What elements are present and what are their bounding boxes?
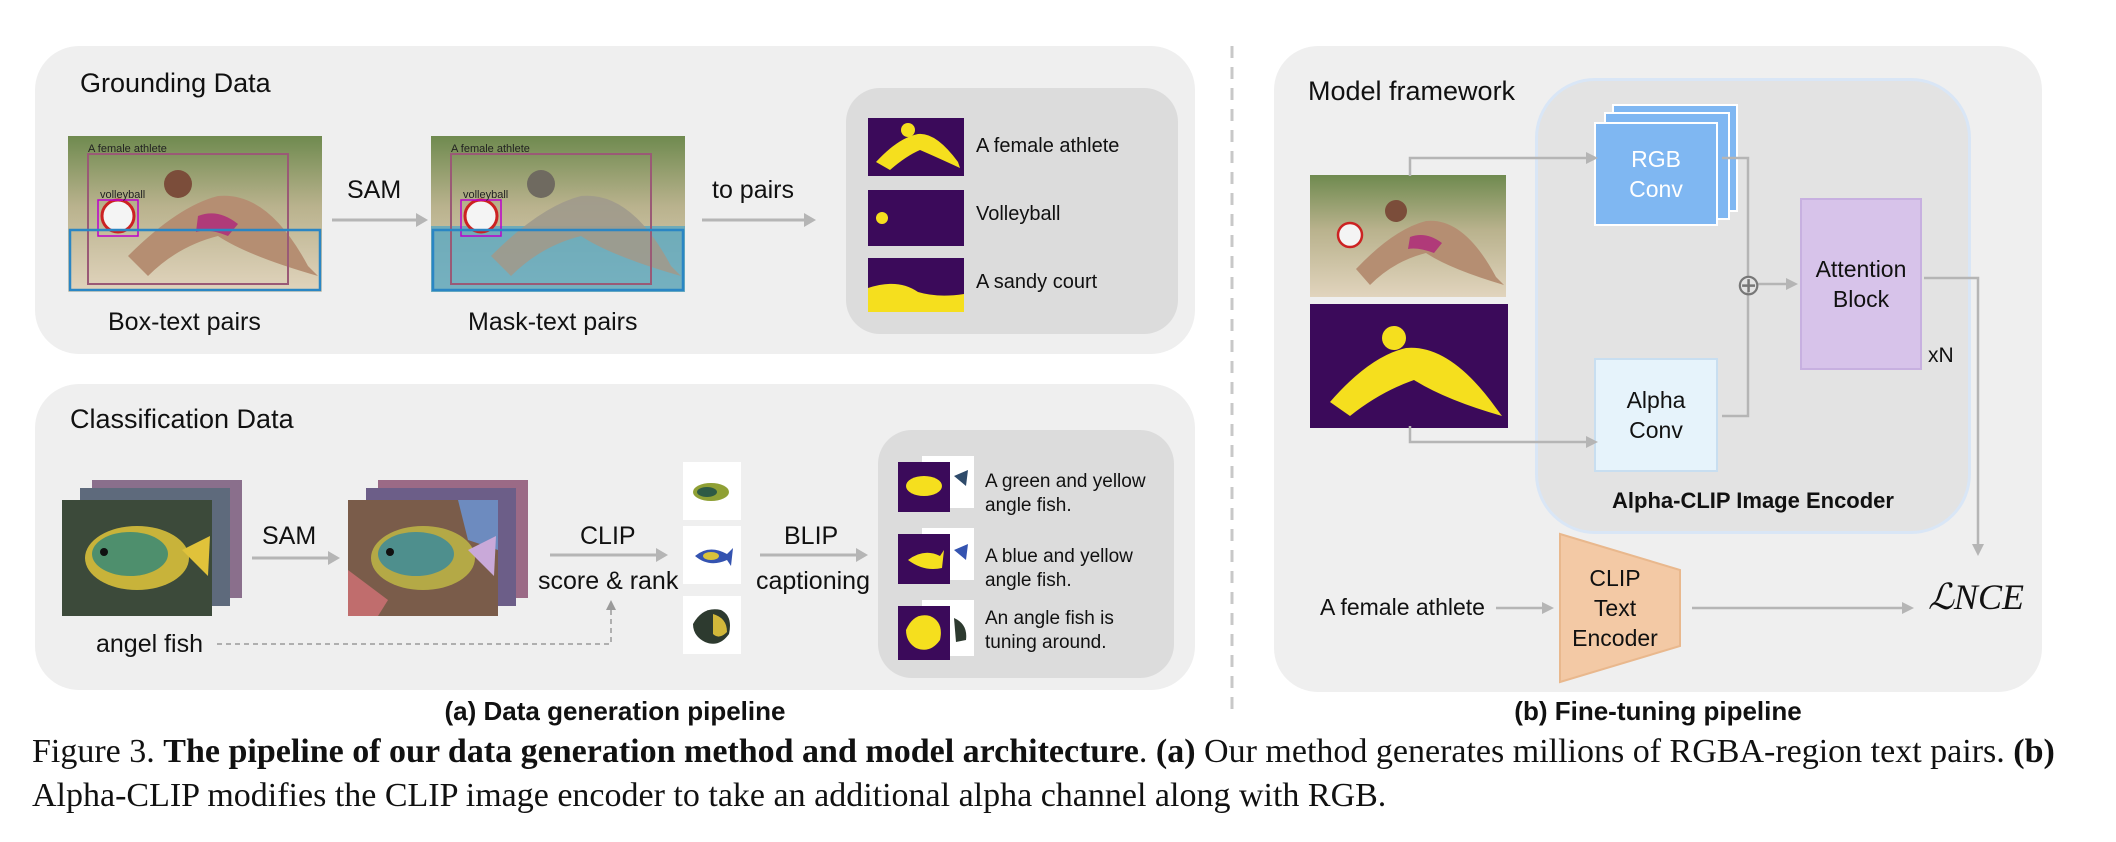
text-encoder-label: CLIP Text Encoder (1572, 565, 1658, 651)
mask-thumb-court (868, 258, 964, 312)
rgb-input-image (1310, 175, 1506, 297)
text-input-label: A female athlete (1320, 594, 1485, 620)
text-encoder-arrow (1692, 602, 1914, 614)
fine-tuning-subtitle: (b) Fine-tuning pipeline (1514, 696, 1802, 726)
fish-image-stack (62, 480, 242, 616)
svg-text:A female athlete: A female athlete (451, 143, 530, 155)
text-encoder-shape (1559, 532, 1681, 684)
box-text-photo: A female athlete volleyball (68, 136, 322, 292)
nce-loss-text: ℒNCE (1928, 577, 2024, 617)
pair-label-3: A sandy court (976, 271, 1098, 293)
svg-text:volleyball: volleyball (100, 189, 145, 201)
xn-label: xN (1928, 344, 1954, 367)
text-input-arrow (1496, 602, 1554, 614)
caption-a-text: Our method generates millions of RGBA-re… (1204, 733, 2005, 770)
plus-operator-icon: ⊕ (1736, 269, 1762, 302)
image-encoder-label: Alpha-CLIP Image Encoder (1612, 488, 1894, 513)
figure-caption: Figure 3. The pipeline of our data gener… (32, 733, 2055, 814)
mask-thumb-athlete (868, 118, 964, 176)
grounding-sam-label: SAM (347, 176, 402, 204)
clip-label: CLIP (580, 522, 636, 550)
tag-female-athlete-1: A female athlete (88, 143, 167, 155)
fish-caption-1: A green and yellow angle fish. (985, 471, 1146, 516)
caption-figure: Figure 3. (32, 733, 155, 770)
alpha-conv-block: Alpha Conv (1594, 358, 1718, 472)
mask-text-photo: A female athlete volleyball (431, 136, 685, 292)
data-pipeline-subtitle: (a) Data generation pipeline (444, 696, 786, 726)
alpha-mask-image (1310, 304, 1508, 428)
pair-label-2: Volleyball (976, 203, 1061, 225)
fish-crop-3 (683, 596, 741, 654)
angel-fish-label: angel fish (96, 630, 204, 658)
grounding-sam-arrow (332, 213, 428, 227)
segmented-fish-stack (348, 480, 528, 616)
rgb-conv-block: RGB Conv (1594, 122, 1718, 226)
blip-label: BLIP (784, 522, 839, 550)
svg-text:volleyball: volleyball (463, 189, 508, 201)
caption-b-text: Alpha-CLIP modifies the CLIP image encod… (32, 777, 1387, 814)
score-rank-label: score & rank (538, 567, 679, 595)
fish-crop-1 (683, 462, 741, 520)
caption-b-tag: (b) (2013, 733, 2055, 770)
grounding-title: Grounding Data (80, 68, 271, 98)
clip-arrow (550, 548, 668, 562)
fish-caption-3: An angle fish is tuning around. (985, 608, 1114, 653)
framework-connectors (1408, 152, 1984, 556)
to-pairs-label: to pairs (712, 176, 794, 204)
to-pairs-arrow (702, 213, 816, 227)
classification-sam-arrow (252, 551, 340, 565)
fish-mask-2 (898, 528, 974, 584)
angel-fish-dashed-arrow (217, 600, 616, 645)
fish-crop-2 (683, 526, 741, 584)
caption-a-tag: (a) (1155, 733, 1196, 770)
caption-title: The pipeline of our data generation meth… (163, 733, 1139, 770)
fish-mask-1 (898, 456, 974, 512)
panel-separator (1230, 46, 1234, 716)
nce-loss: ℒNCE (1928, 576, 2024, 618)
mask-text-label: Mask-text pairs (468, 308, 638, 336)
model-framework-title: Model framework (1308, 76, 1516, 106)
attention-block: Attention Block (1800, 198, 1922, 370)
captioning-label: captioning (756, 567, 870, 595)
classification-title: Classification Data (70, 404, 294, 434)
pair-label-1: A female athlete (976, 135, 1120, 157)
blip-arrow (760, 548, 868, 562)
box-text-label: Box-text pairs (108, 308, 261, 336)
fish-mask-3 (898, 600, 974, 660)
mask-thumb-volleyball (868, 190, 964, 246)
classification-sam-label: SAM (262, 522, 317, 550)
fish-caption-2: A blue and yellow angle fish. (985, 546, 1133, 591)
